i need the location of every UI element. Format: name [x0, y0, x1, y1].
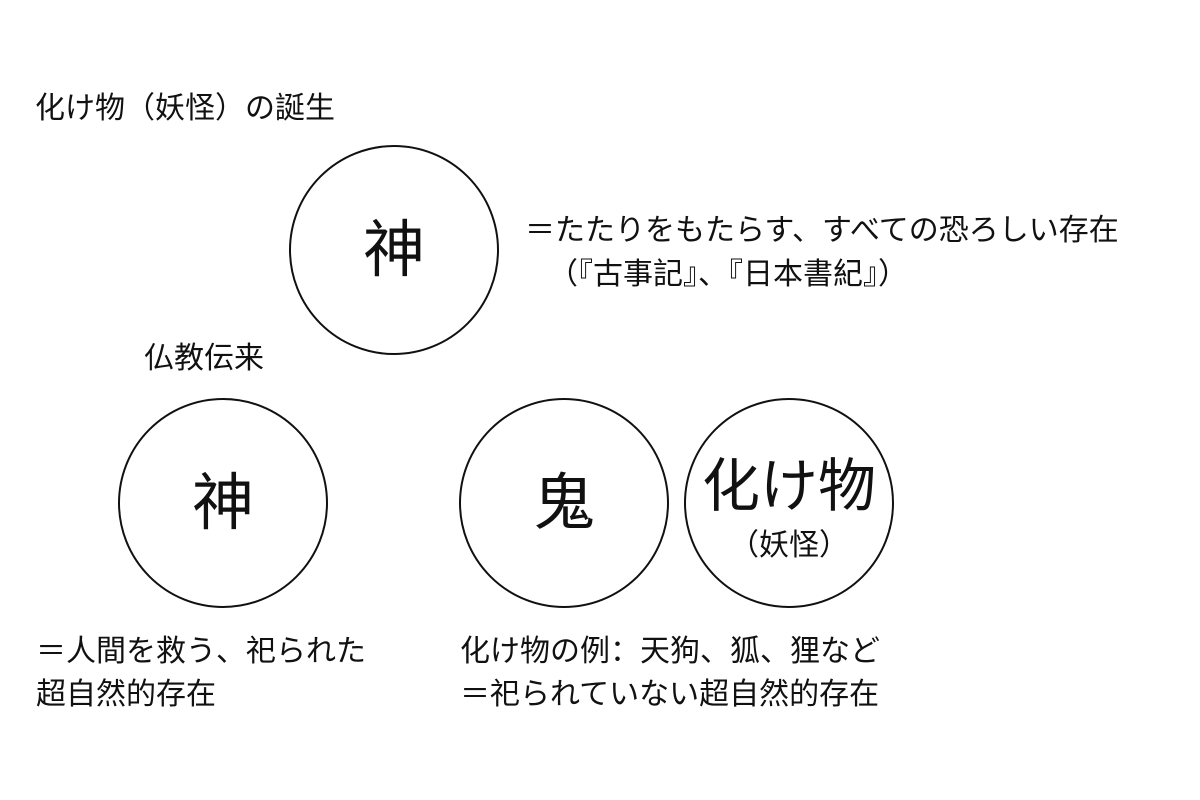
bakemono-label: 化け物	[701, 452, 876, 520]
bottom-kami-description-line2: 超自然的存在	[36, 677, 216, 712]
bakemono-sublabel: （妖怪）	[729, 528, 849, 563]
top-kami-label: 神	[362, 213, 425, 286]
bakemono-description-line2: ＝祀られていない超自然的存在	[460, 677, 880, 712]
oni-circle: 鬼	[459, 398, 669, 608]
bottom-kami-label: 神	[191, 466, 254, 539]
top-kami-description-line2: （『古事記』、『日本書紀』）	[548, 257, 908, 292]
top-kami-description-line1: ＝たたりをもたらす、すべての恐ろしい存在	[525, 213, 1119, 248]
top-kami-circle: 神	[289, 145, 499, 355]
bottom-kami-circle: 神	[118, 398, 328, 608]
bakemono-description-line1: 化け物の例：天狗、狐、狸など	[460, 634, 880, 669]
transition-label: 仏教伝来	[144, 341, 264, 376]
oni-label: 鬼	[532, 466, 595, 539]
bottom-kami-description-line1: ＝人間を救う、祀られた	[36, 634, 366, 669]
diagram-title: 化け物（妖怪）の誕生	[35, 91, 335, 126]
bakemono-circle: 化け物 （妖怪）	[684, 398, 894, 608]
